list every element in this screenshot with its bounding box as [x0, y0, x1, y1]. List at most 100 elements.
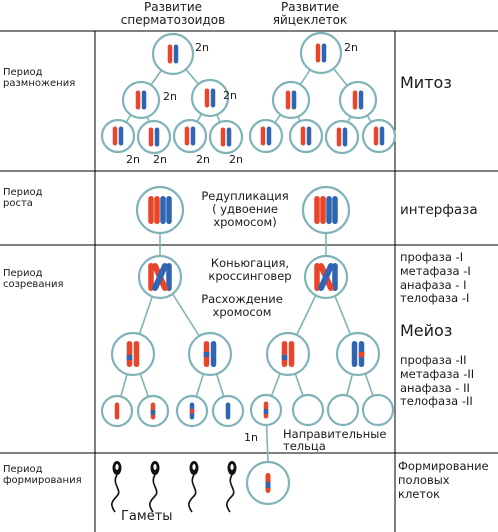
period-growth: Период роста: [3, 187, 43, 209]
sperm: [149, 461, 160, 513]
cell: [136, 394, 170, 428]
label-conjugation: Коньюгация, кроссинговер: [208, 256, 292, 284]
cell-membrane: [100, 118, 136, 154]
chromosome: [184, 126, 190, 146]
cell-membrane: [338, 80, 378, 120]
cell-membrane: [110, 331, 156, 377]
chromosome: [112, 126, 118, 146]
header-eggs: Развитие яйцеклеток: [272, 0, 348, 28]
cell: [271, 80, 311, 120]
cell: [135, 185, 185, 235]
chromosome: [114, 402, 120, 420]
chromosome: [190, 126, 196, 146]
sperm-layer: [111, 461, 237, 513]
cell: [151, 32, 195, 76]
cell-membrane: [172, 118, 208, 154]
label-divergence: Расхождение хромосом: [201, 292, 283, 320]
chromosome: [141, 90, 147, 110]
cell-membrane: [326, 393, 360, 427]
chromosome: [320, 196, 326, 224]
cell-membrane: [288, 118, 324, 154]
chromosome: [291, 90, 297, 110]
chromosome: [379, 126, 385, 146]
ploidy-label: 2n: [126, 153, 140, 166]
chromosome-segment: [189, 409, 195, 413]
chromosome: [204, 88, 210, 108]
cell: [172, 118, 208, 154]
sperm-nucleus: [153, 464, 157, 470]
sperm: [111, 461, 122, 513]
sperm: [226, 461, 237, 513]
cell: [100, 394, 134, 428]
period-reproduction: Период размножения: [3, 67, 76, 89]
cell-membrane: [265, 331, 311, 377]
cell-membrane: [299, 31, 343, 75]
chromosome-segment: [281, 355, 288, 360]
chromosome-segment: [150, 410, 156, 415]
cell-membrane: [121, 80, 161, 120]
chromosome-segment: [203, 352, 210, 357]
cell: [361, 118, 397, 154]
chromosome: [118, 126, 124, 146]
cell: [245, 460, 291, 506]
chromosome: [336, 127, 342, 147]
cell: [265, 331, 311, 377]
label-formation: Формирование половых клеток: [398, 459, 489, 501]
cell-membrane: [208, 119, 244, 155]
chromosome: [260, 126, 266, 146]
chromosome: [167, 44, 173, 64]
cell-membrane: [136, 119, 172, 155]
sperm: [188, 461, 199, 513]
cell-membrane: [135, 185, 185, 235]
cell: [299, 31, 343, 75]
cell: [208, 119, 244, 155]
chromosome: [288, 341, 295, 367]
chromosome: [314, 263, 320, 291]
chromosome: [285, 90, 291, 110]
chromosome-segment: [265, 482, 271, 488]
chromosome: [148, 127, 154, 147]
chromosome: [210, 88, 216, 108]
chromosome: [332, 263, 338, 291]
ploidy-label-haploid: 1n: [244, 431, 258, 444]
cell: [291, 393, 325, 427]
cell: [211, 394, 245, 428]
header-spermatozoa: Развитие сперматозоидов: [120, 0, 226, 28]
ploidy-label: 2n: [196, 153, 210, 166]
chromosome: [300, 126, 306, 146]
cell: [248, 118, 284, 154]
label-mitosis: Митоз: [400, 73, 452, 92]
ploidy-label: 2n: [195, 41, 209, 54]
ploidy-label: 2n: [344, 41, 358, 54]
chromosome: [154, 196, 160, 224]
cell-membrane: [248, 118, 284, 154]
cell-membrane: [151, 32, 195, 76]
ploidy-label: 2n: [223, 89, 237, 102]
sperm-tail: [149, 474, 158, 513]
cells-layer: [100, 31, 397, 506]
cell-membrane: [335, 331, 381, 377]
chromosome: [148, 196, 154, 224]
cell: [121, 80, 161, 120]
cell-membrane: [324, 119, 360, 155]
cell: [187, 331, 233, 377]
ploidy-label: 2n: [163, 90, 177, 103]
cell: [324, 119, 360, 155]
chromosome: [152, 263, 168, 291]
cell: [338, 80, 378, 120]
chromosome: [318, 263, 334, 291]
sperm-nucleus: [192, 464, 196, 470]
chromosome: [210, 341, 217, 367]
chromosome: [226, 127, 232, 147]
cell: [249, 393, 283, 427]
cell: [175, 394, 209, 428]
sperm-nucleus: [230, 464, 234, 470]
label-meiosis: Мейоз: [400, 321, 453, 340]
cell: [136, 119, 172, 155]
period-formation: Период формирования: [3, 464, 82, 486]
cell-membrane: [190, 78, 230, 118]
label-meiosis-2-phases: профаза -II метафаза -II анафаза - II те…: [400, 353, 475, 409]
cell: [100, 118, 136, 154]
cell: [303, 254, 349, 300]
